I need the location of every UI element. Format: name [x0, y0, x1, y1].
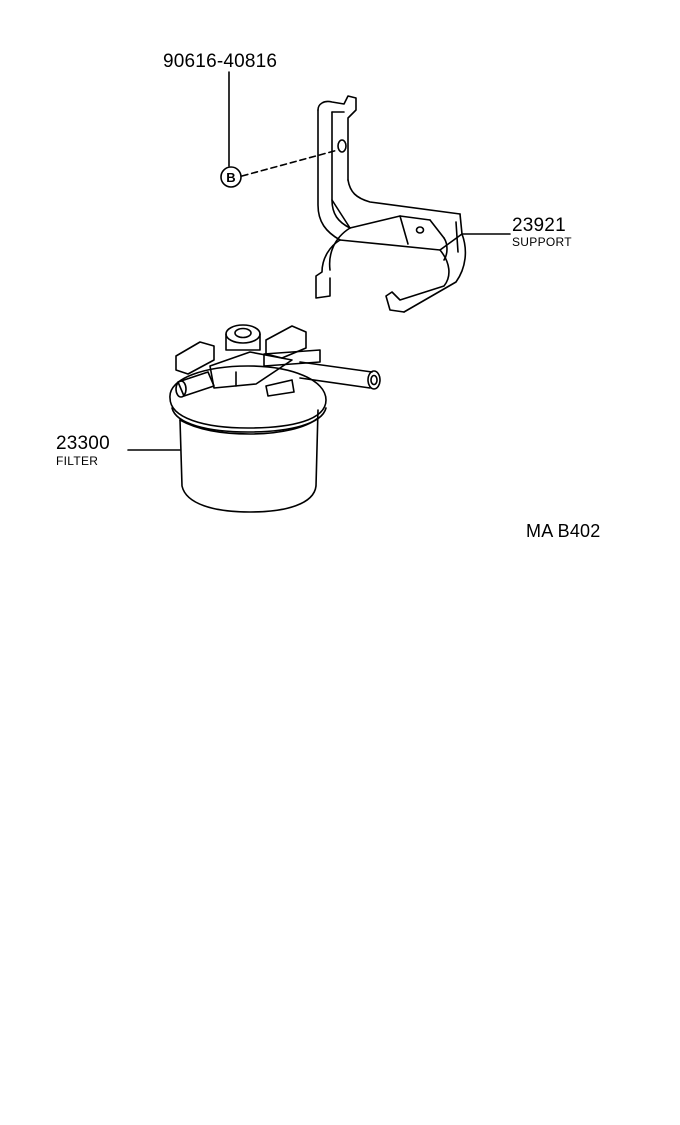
diagram-code: MA B402 — [526, 521, 601, 541]
outlet-pipe — [299, 361, 373, 389]
leader-lines — [127, 71, 511, 451]
marker-circle — [220, 166, 242, 188]
filter-can — [179, 409, 319, 513]
fuel-filter — [169, 324, 381, 513]
marker-letter: B — [226, 170, 235, 185]
filter-part-number: 23300 — [56, 433, 110, 454]
bolt-dashed-leader — [241, 149, 339, 177]
support-bracket — [315, 95, 467, 313]
support-part-name: SUPPORT — [512, 235, 572, 249]
bolt-part-number: 90616-40816 — [163, 51, 278, 72]
filter-part-name: FILTER — [56, 454, 99, 468]
bolt-marker: B — [220, 166, 242, 188]
support-part-number: 23921 — [512, 215, 566, 236]
